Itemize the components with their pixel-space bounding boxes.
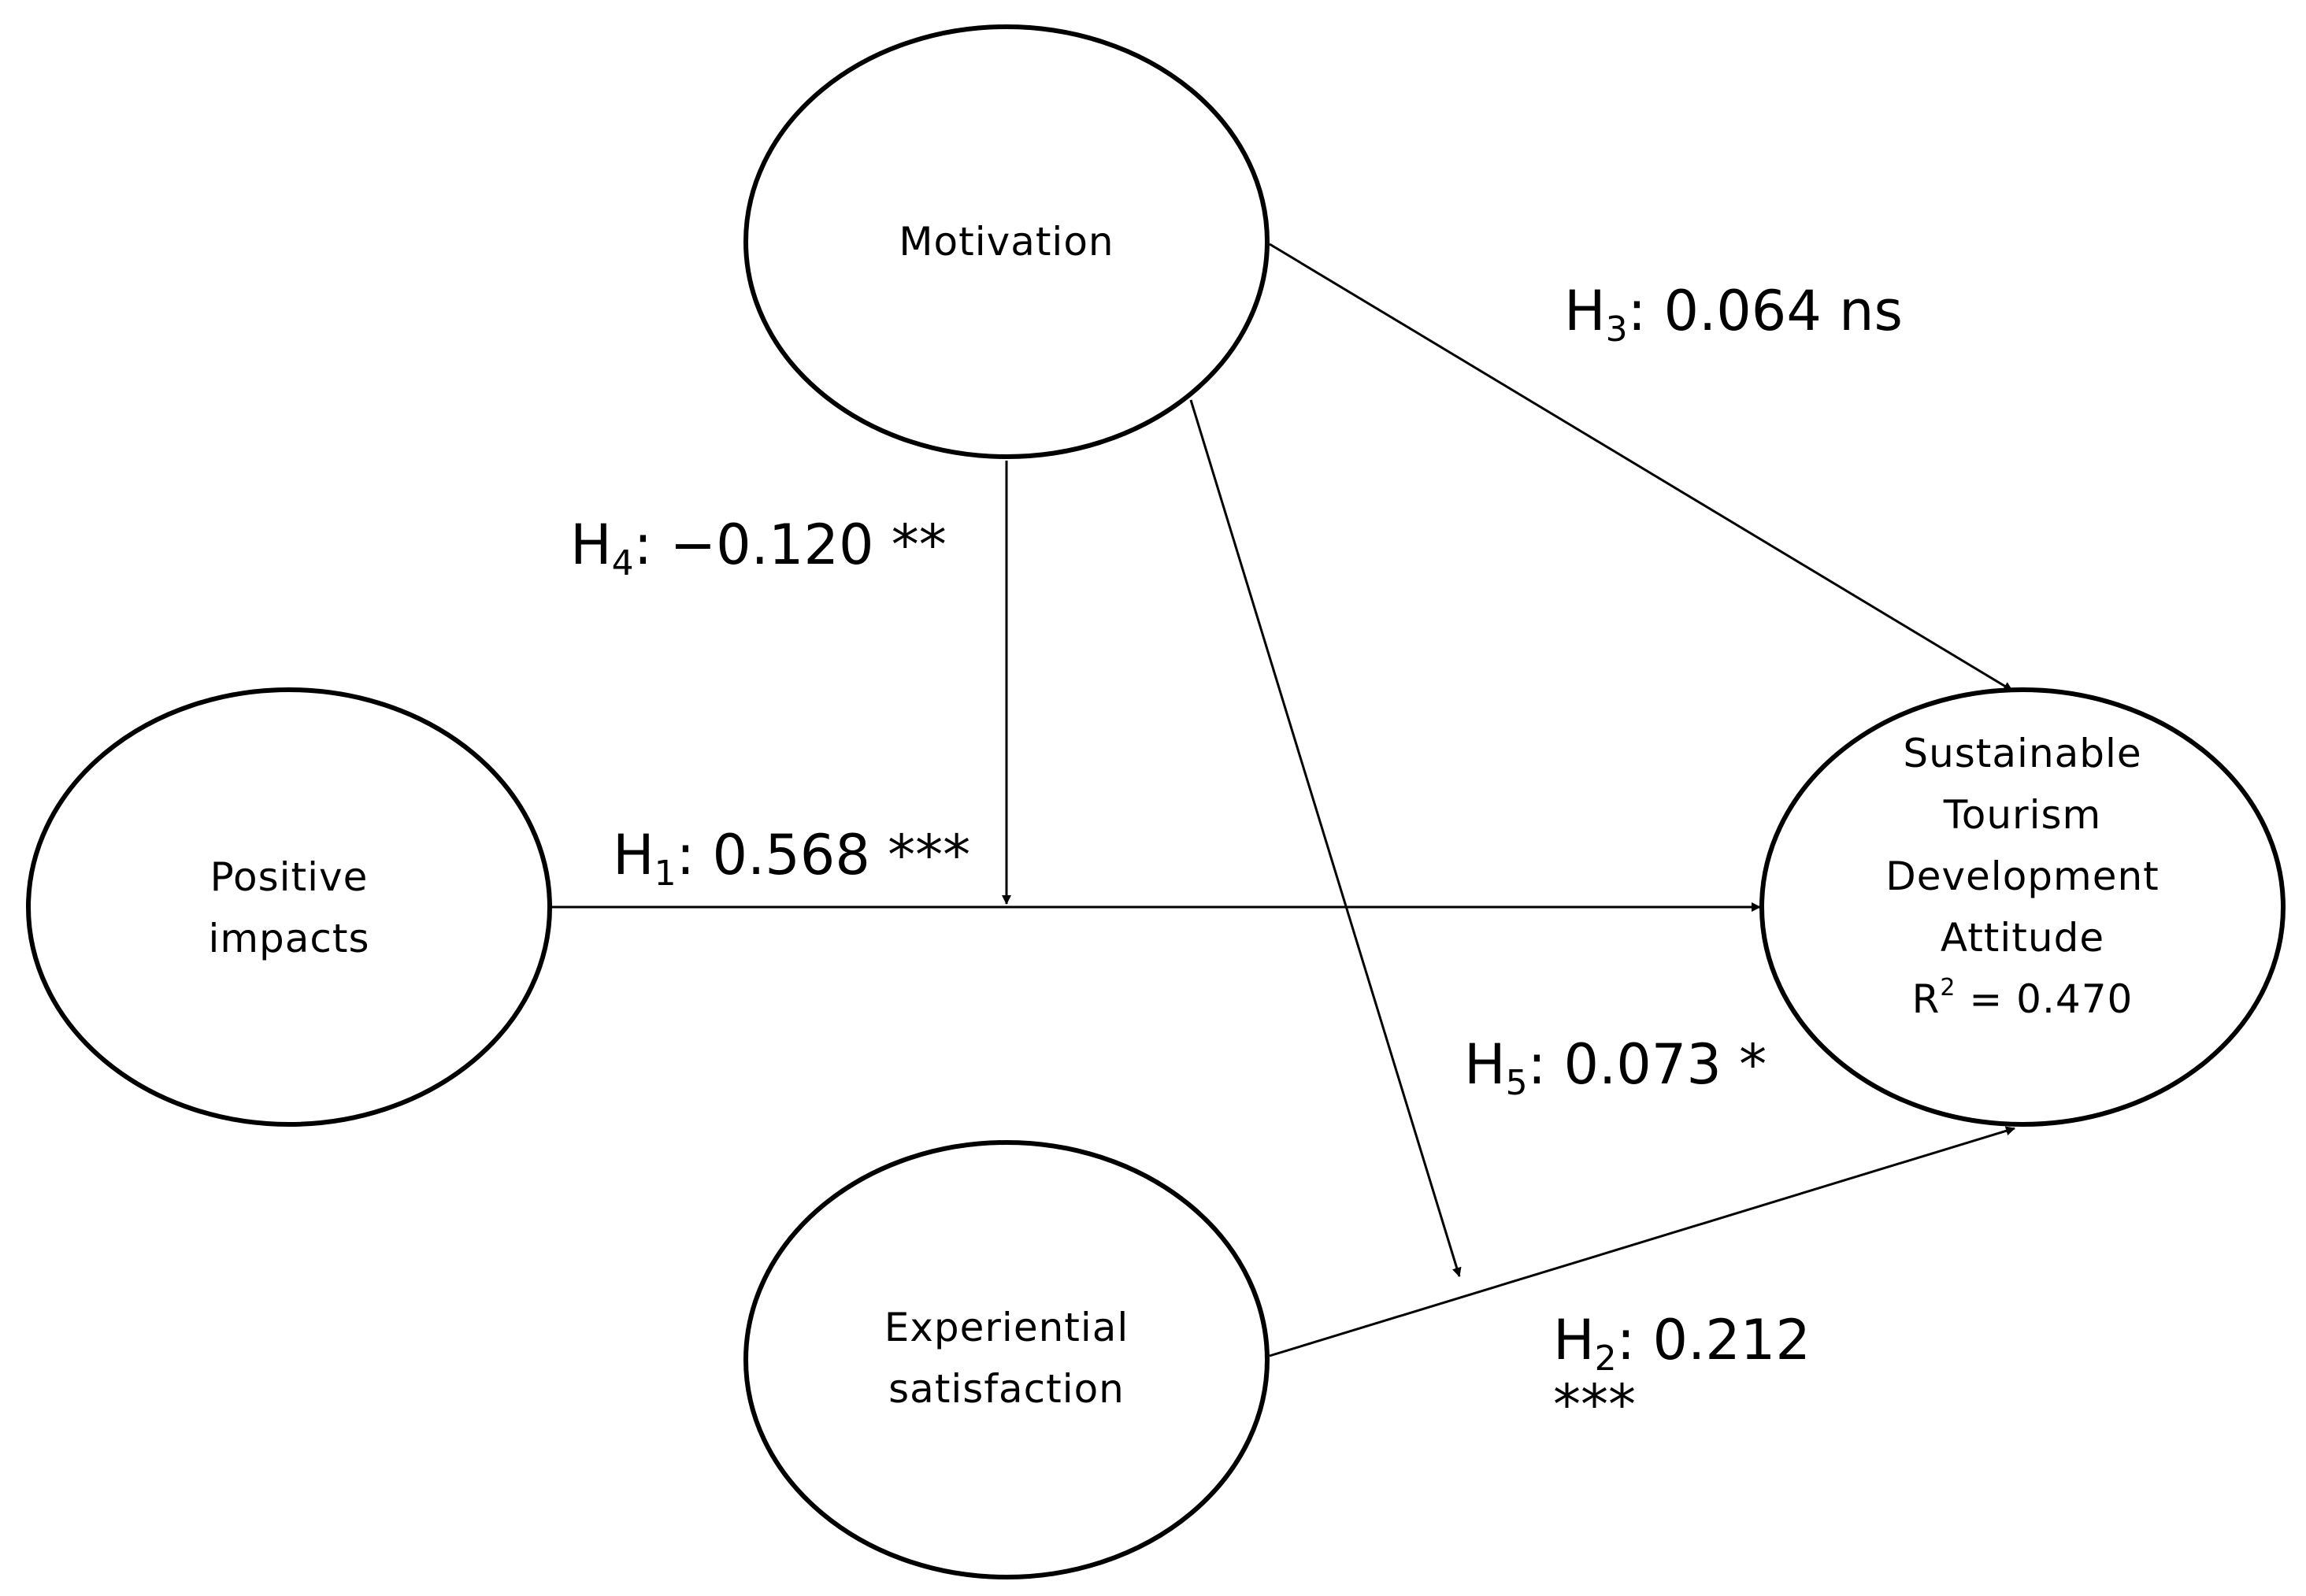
positive-impacts-label-line: Positive [209,854,369,900]
h5-label: H5: 0.073 * [1464,1032,1767,1101]
motivation-label: Motivation [849,211,1164,272]
experiential-satisfaction-label-line: Experiential [884,1305,1129,1350]
h2-significance-label: *** [1553,1373,1636,1436]
h3-subscript: 3 [1605,309,1628,350]
h4-coefficient: : −0.120 [633,513,892,577]
h1-coefficient: : 0.568 [676,823,888,887]
h1-significance: *** [888,823,971,887]
r-squared-value: = 0.470 [1956,976,2134,1022]
h3-significance: ns [1839,279,1903,343]
sustainable-attitude-node [1759,687,2286,1127]
h4-label: H4: −0.120 ** [570,513,947,581]
h3-arrow [1269,243,2013,692]
h5-coefficient: : 0.073 [1527,1032,1740,1097]
positive-impacts-label: Positive impacts [132,846,447,969]
r-squared-label: R2 = 0.470 [1845,968,2200,1030]
experiential-satisfaction-node [743,1140,1270,1579]
h1-letter: H [613,823,654,887]
h5-letter: H [1464,1032,1506,1097]
h3-letter: H [1564,279,1606,343]
experiential-satisfaction-label: Experiential satisfaction [829,1297,1184,1420]
h2-letter: H [1553,1308,1595,1372]
sustainable-attitude-label: Sustainable Tourism Development Attitude… [1845,723,2200,1030]
h5-subscript: 5 [1505,1063,1528,1103]
h3-label: H3: 0.064 ns [1564,279,1903,347]
h4-subscript: 4 [611,543,634,583]
h2-label: H2: 0.212 [1553,1308,1811,1376]
experiential-satisfaction-label-line: satisfaction [888,1366,1125,1412]
h5-moderation-arrow [1189,399,1462,1277]
h1-label: H1: 0.568 *** [613,823,971,891]
sustainable-attitude-label-line: Sustainable [1903,731,2142,776]
h2-subscript: 2 [1594,1339,1617,1379]
sustainable-attitude-label-line: Development [1885,854,2160,899]
positive-impacts-label-line: impacts [208,916,370,961]
r-squared-prefix: R [1911,976,1941,1022]
h2-significance: *** [1553,1372,1636,1437]
h2-arrow [1269,1126,2015,1357]
r-squared-superscript: 2 [1940,974,1956,1002]
sustainable-attitude-label-line: Attitude [1940,915,2105,961]
h5-significance: * [1739,1032,1767,1097]
h2-coefficient: : 0.212 [1616,1308,1811,1372]
sustainable-attitude-label-line: Tourism [1943,792,2102,838]
h3-coefficient: : 0.064 [1627,279,1840,343]
motivation-label-line: Motivation [899,219,1114,265]
motivation-node [743,24,1270,459]
h4-significance: ** [891,513,947,577]
h1-subscript: 1 [654,854,677,894]
h4-letter: H [570,513,612,577]
